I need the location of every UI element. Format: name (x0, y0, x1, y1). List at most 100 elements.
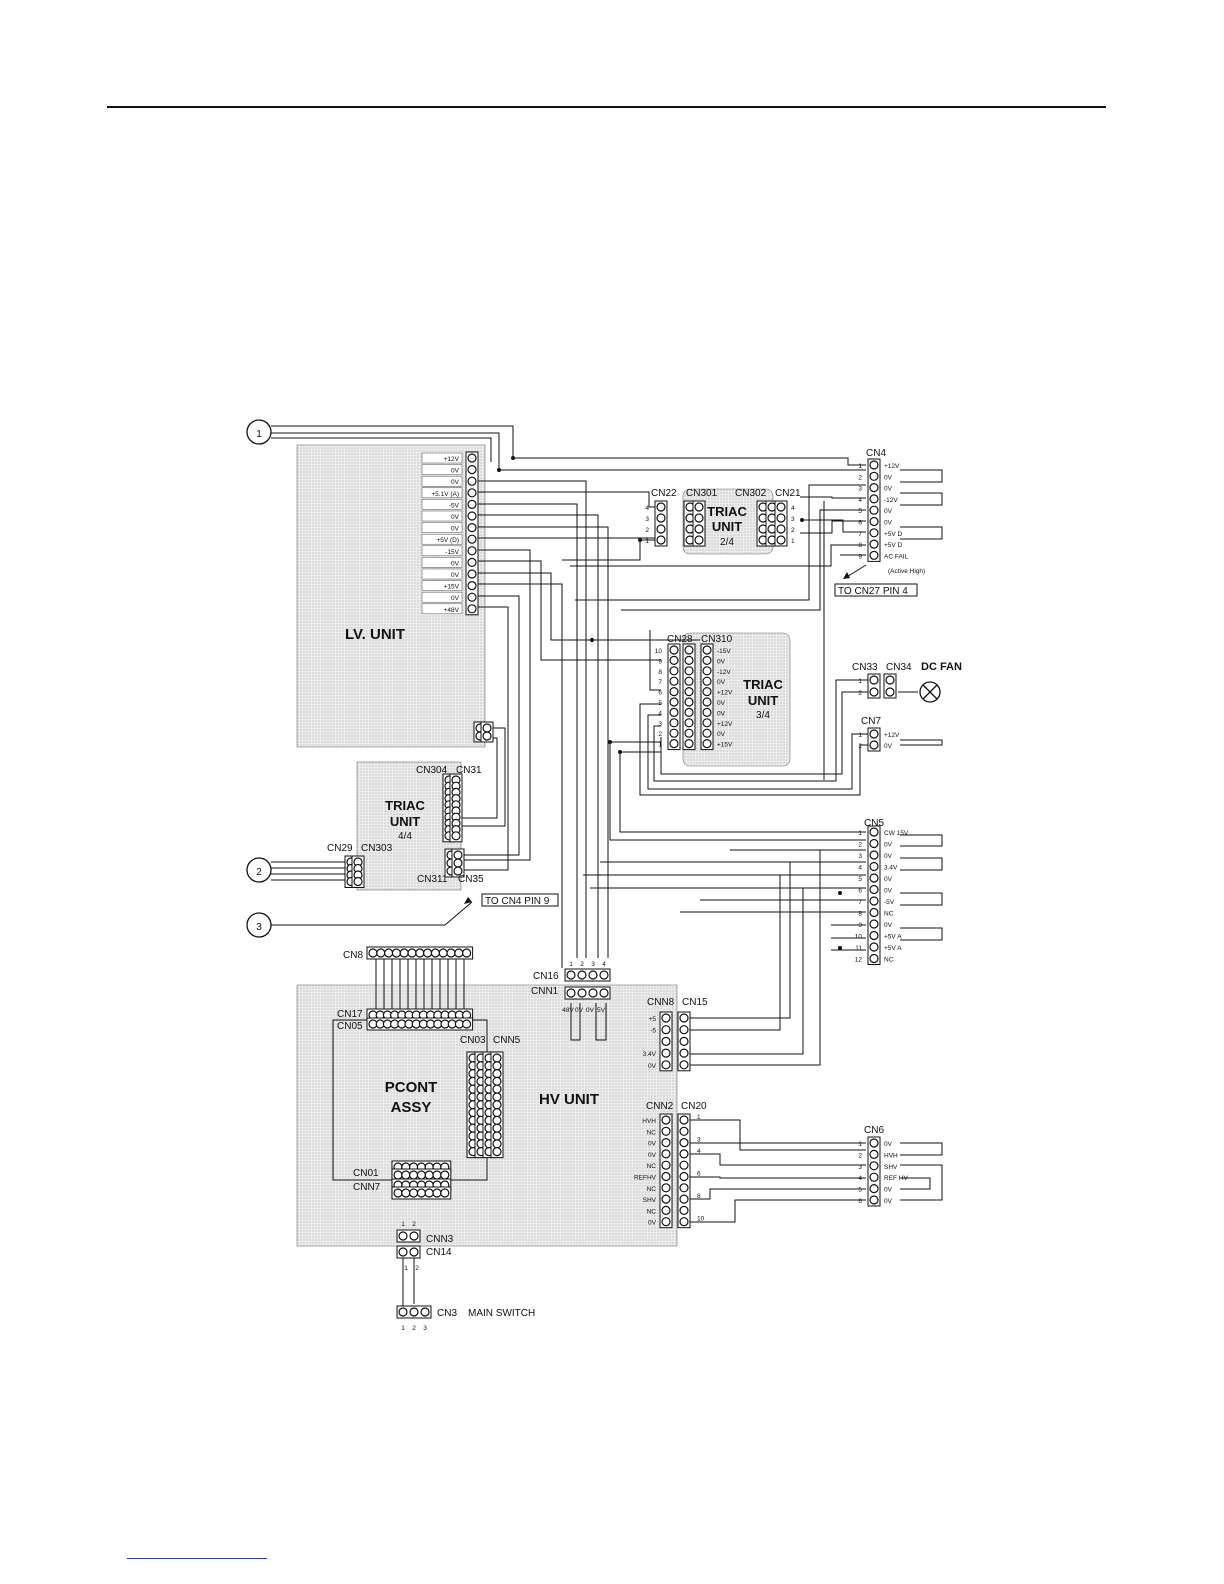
cn5-connector-pin-label: 0V (884, 842, 893, 849)
cnn8-connector-pin-label: 0V (648, 1063, 657, 1070)
cn310-connector-pin-label: 0V (717, 731, 726, 738)
cn3-label: CN3 (437, 1308, 457, 1319)
cn28-connector-pin-number: 3 (658, 721, 662, 728)
cnn8-connector-pin (661, 1048, 671, 1058)
cn3-pin-number: 3 (423, 1325, 427, 1332)
cn4-label: CN4 (866, 448, 886, 459)
lv-unit-connector-pin (467, 511, 477, 521)
cn35-connector-pin (453, 850, 463, 860)
cn22-connector-pin (656, 535, 666, 545)
cn4-connector-pin (869, 516, 879, 527)
dc-fan-label: DC FAN (921, 661, 962, 673)
lv-pin-label: -5V (449, 502, 460, 509)
cn8-connector-pin (454, 948, 464, 958)
cnn1-connector-pin (599, 988, 609, 998)
cnn2-connector-pin-label: HVH (642, 1118, 656, 1125)
cn20-connector-pin (679, 1205, 689, 1216)
cnn1-connector-pin (588, 988, 598, 998)
cn8-connector-pin (462, 948, 472, 958)
cn5-connector-pin-number: 1 (858, 830, 862, 837)
cn8-connector-pin (407, 948, 417, 958)
cn5-connector-pin-label: +5V A (884, 934, 902, 941)
cn5-connector-pin (869, 873, 879, 883)
cn35-connector-pin (453, 866, 463, 876)
cnn2-connector-pin-label: 0V (648, 1152, 657, 1159)
lv-pin-label: 0V (451, 479, 460, 486)
cnn2-connector-pin (661, 1160, 671, 1170)
cn8-connector-pin (399, 948, 409, 958)
cn05-connector (366, 1017, 474, 1031)
cn28-connector-b-pin (684, 666, 694, 676)
cnn2-connector-pin-label: 0V (648, 1141, 657, 1148)
cnn2-connector-pin (661, 1126, 671, 1136)
cn33-connector-pin (869, 687, 879, 697)
cnn1-pin-label: 48V (562, 1007, 574, 1014)
cn20-connector-pin (679, 1160, 689, 1170)
cn33-connector-pin-number: 2 (858, 690, 862, 697)
lv-unit-connector-pin (467, 534, 477, 544)
cn4-connector-pin-number: 1 (858, 463, 862, 470)
cn310-connector-pin (702, 645, 712, 655)
cnn5-connector-b (490, 1051, 504, 1159)
cnn2-connector-pin (661, 1149, 671, 1159)
cn5-connector-pin-number: 4 (858, 865, 862, 872)
cn4-connector-pin-label: 0V (884, 508, 893, 515)
cn3-connector-pin (409, 1307, 419, 1317)
svg-text:TO CN4 PIN 9: TO CN4 PIN 9 (485, 896, 550, 907)
cnn7-connector-b (391, 1186, 452, 1200)
cn28-connector-pin (669, 666, 679, 676)
cn5-connector-pin-number: 10 (855, 934, 863, 941)
cn01-connector-b-pin (432, 1170, 442, 1180)
cn35-label: CN35 (458, 874, 484, 885)
cn28-connector-pin (669, 707, 679, 718)
cn310-connector-pin-label: 0V (717, 679, 726, 686)
note-to-cn27: TO CN27 PIN 4 (834, 583, 918, 597)
cn35-connector-pin (453, 858, 463, 868)
cn3-connector-pin (420, 1307, 430, 1317)
cn15-connector (677, 1011, 691, 1072)
cn01-connector-b (391, 1168, 452, 1182)
cnn8-label: CNN8 (647, 997, 675, 1008)
cn15-connector-pin (679, 1036, 689, 1047)
cn4-connector-pin-number: 2 (858, 474, 862, 481)
cn20-pin-number: 4 (697, 1148, 701, 1155)
cn4-connector-pin-label: AC FAIL (884, 553, 909, 560)
cn05-connector-pin (462, 1019, 472, 1029)
cn8-connector-pin (446, 948, 456, 958)
lv-pin-label: +48V (444, 607, 460, 614)
cn16-pin-number: 4 (602, 961, 606, 968)
lv-unit-connector-pin (467, 499, 477, 509)
lv-unit-connector-pin (467, 488, 477, 498)
cnn1-label: CNN1 (531, 986, 559, 997)
cn304-label: CN304 (416, 765, 448, 776)
lv-pin-label: +5.1V (A) (431, 491, 459, 498)
cn301-label: CN301 (686, 488, 718, 499)
cn5-connector-pin (869, 850, 879, 860)
cn28-connector-pin-number: 2 (658, 731, 662, 738)
cn28-connector-pin (669, 686, 679, 697)
cn310-connector-pin-label: -12V (717, 669, 731, 676)
cn31-connector-pin (451, 831, 461, 841)
lv-enable-connector-b (480, 721, 494, 743)
cnn8-connector-pin-label: +5 (649, 1016, 657, 1023)
cn5-connector-pin-number: 12 (855, 957, 863, 964)
main-switch-label: MAIN SWITCH (468, 1308, 535, 1319)
cn310-connector-pin (702, 707, 712, 718)
cn6-connector-pin (869, 1183, 879, 1194)
cn6-label: CN6 (864, 1125, 884, 1136)
cn01-connector-b-pin (409, 1170, 419, 1180)
cn28-connector-b-pin (684, 728, 694, 738)
cn28-connector-pin-number: 4 (658, 710, 662, 717)
cn303-connector (351, 855, 365, 888)
cn21-label: CN21 (775, 488, 801, 499)
cn4-connector-pin-label: 0V (884, 520, 893, 527)
cnn5-connector-b-pin (492, 1053, 502, 1063)
cnn5-connector-b-pin (492, 1100, 502, 1110)
triac-3-4-title: TRIAC UNIT 3/4 (743, 677, 783, 721)
cn20-connector-pin (679, 1137, 689, 1148)
cnn7-connector-b-pin (409, 1188, 419, 1198)
